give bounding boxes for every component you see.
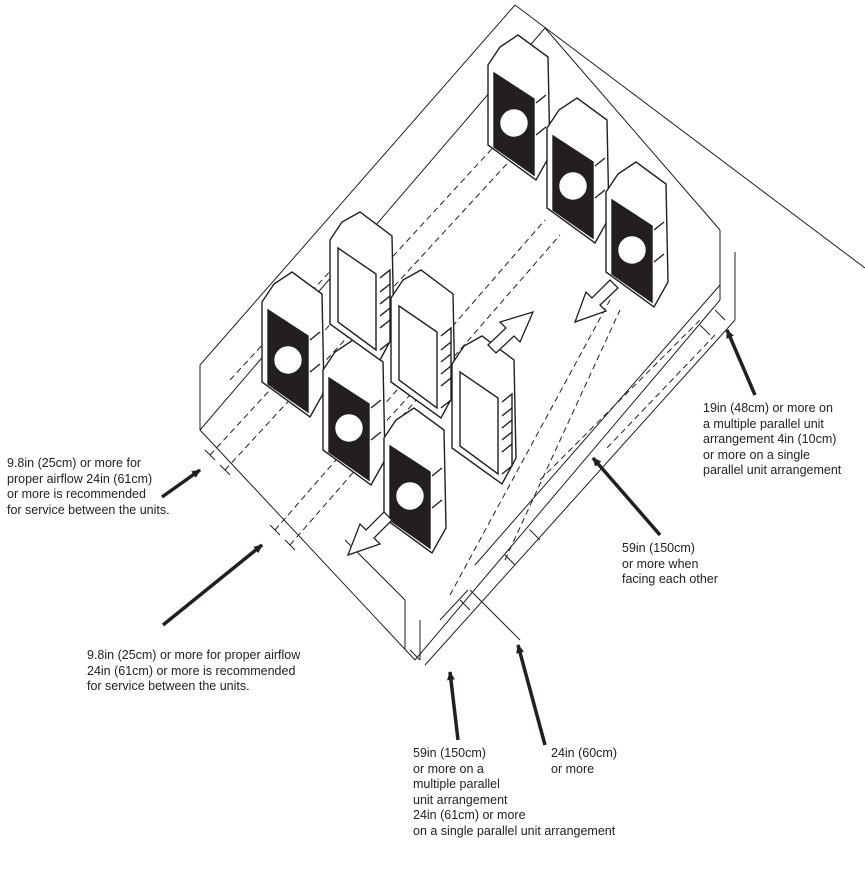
right-clearance-label: 19in (48cm) or more on a multiple parall… — [703, 401, 842, 477]
callout-arrows — [160, 329, 757, 746]
unit-bottom-2 — [322, 339, 386, 487]
unit-back-2 — [390, 269, 456, 420]
tick-marks — [204, 309, 726, 661]
bottom-left-clearance-label: 59in (150cm) or more on a multiple paral… — [413, 746, 616, 838]
unit-bottom-1 — [261, 271, 325, 419]
airflow-arrow-up — [487, 310, 535, 354]
airflow-arrows — [346, 279, 619, 557]
left-upper-clearance-label: 9.8in (25cm) or more for proper airflow … — [7, 456, 170, 517]
unit-top-2 — [546, 97, 610, 245]
airflow-arrow-down-left — [346, 511, 393, 557]
outdoor-units — [261, 34, 669, 555]
unit-top-3 — [605, 161, 669, 309]
unit-back-3 — [451, 335, 517, 486]
outdoor-units-back — [329, 211, 517, 486]
bottom-right-clearance-label: 24in (60cm) or more — [551, 746, 617, 776]
unit-back-1 — [329, 211, 395, 362]
unit-bottom-3 — [383, 407, 447, 555]
facing-clearance-label: 59in (150cm) or more when facing each ot… — [622, 541, 718, 586]
unit-top-1 — [487, 34, 551, 182]
left-lower-clearance-label: 9.8in (25cm) or more for proper airflow … — [87, 648, 301, 693]
airflow-arrow-down-right — [573, 279, 619, 324]
